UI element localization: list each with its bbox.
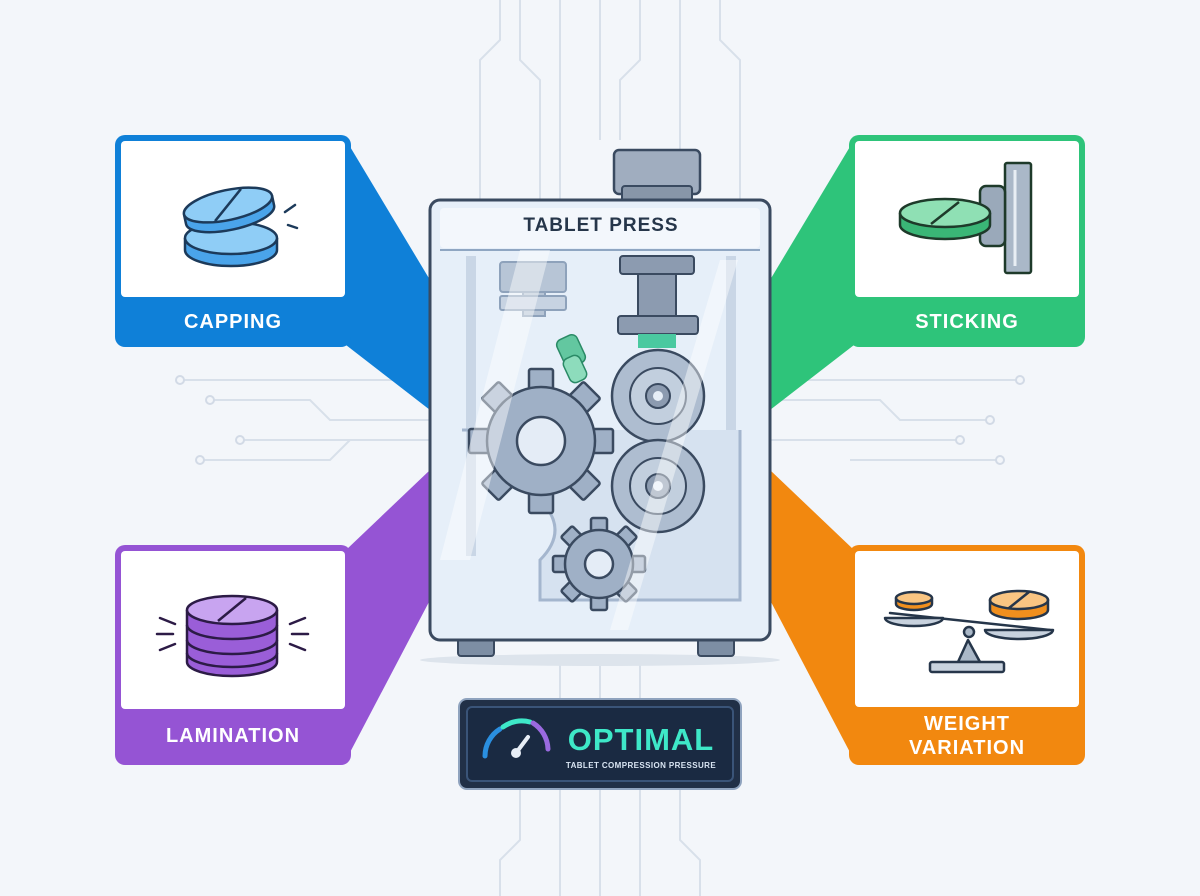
falling-tablet-icon <box>555 333 588 384</box>
sticking-connector <box>770 140 854 410</box>
gauge-icon <box>482 718 551 759</box>
balance-scale-icon <box>883 589 1055 674</box>
weight-variation-label: WEIGHT VARIATION <box>908 713 1026 759</box>
tablet-press <box>420 148 780 666</box>
weight-connector <box>770 470 854 760</box>
pressure-gauge-badge[interactable] <box>458 698 742 790</box>
circuit-traces <box>180 0 1020 896</box>
lamination-card[interactable] <box>115 545 351 765</box>
lower-roller <box>610 438 706 534</box>
small-gear <box>551 516 647 612</box>
large-gear <box>467 367 615 515</box>
weight-variation-card[interactable] <box>849 545 1085 765</box>
capping-label: CAPPING <box>183 311 283 333</box>
capping-connector <box>346 140 430 410</box>
lamination-label: LAMINATION <box>165 725 301 747</box>
glass-highlights <box>440 250 738 630</box>
circuit-nodes <box>175 375 1025 465</box>
lamination-connector <box>346 470 430 760</box>
tablet-stuck-to-punch-icon <box>898 161 1033 275</box>
sticking-card[interactable] <box>849 135 1085 347</box>
capping-card[interactable] <box>115 135 351 347</box>
sticking-label: STICKING <box>915 311 1019 333</box>
gauge-status-text: OPTIMAL <box>567 722 715 757</box>
capped-tablet-icon <box>182 186 299 268</box>
laminated-tablet-stack-icon <box>155 594 310 678</box>
machine-title: TABLET PRESS <box>523 215 679 236</box>
gauge-caption: TABLET COMPRESSION PRESSURE <box>565 761 717 770</box>
